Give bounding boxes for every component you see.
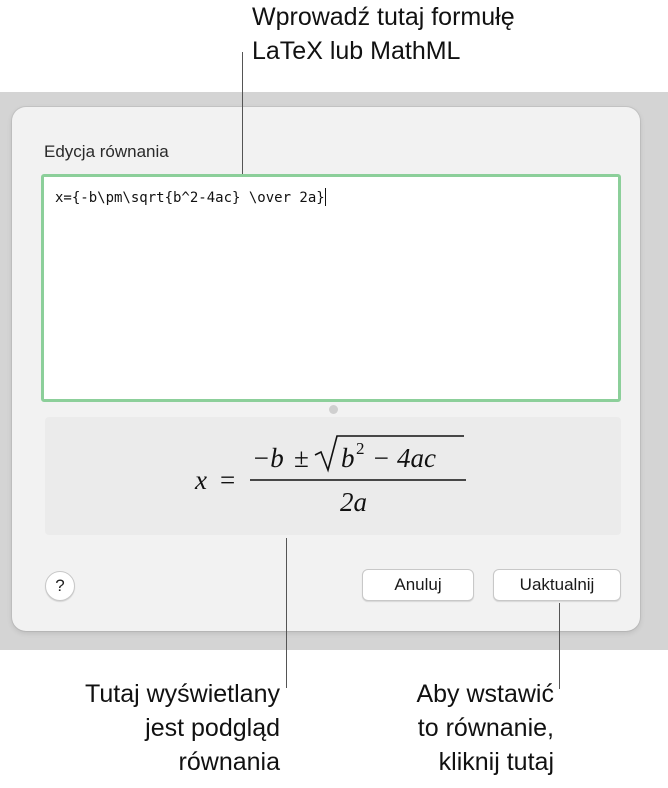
callout-input-leader: [242, 52, 243, 174]
preview-denominator: 2a: [340, 487, 367, 517]
callout-update: Aby wstawić to równanie, kliknij tutaj: [380, 677, 554, 779]
preview-sqrt-rest: − 4ac: [372, 443, 436, 473]
equation-input-text: x={-b\pm\sqrt{b^2-4ac} \over 2a}: [55, 190, 325, 206]
cancel-button[interactable]: Anuluj: [362, 569, 474, 601]
help-button[interactable]: ?: [45, 571, 75, 601]
callout-preview-line3: równania: [178, 748, 280, 776]
callout-preview-leader: [286, 538, 287, 688]
callout-preview-line2: jest podgląd: [145, 714, 280, 742]
resize-handle[interactable]: [329, 405, 338, 414]
update-button[interactable]: Uaktualnij: [493, 569, 621, 601]
equation-input[interactable]: x={-b\pm\sqrt{b^2-4ac} \over 2a}: [41, 174, 621, 402]
preview-sqrt-exponent: 2: [356, 439, 365, 458]
callout-input-line1: Wprowadź tutaj formułę: [252, 3, 515, 31]
callout-input-line2: LaTeX lub MathML: [252, 37, 461, 65]
preview-plus-minus: ±: [294, 443, 309, 473]
preview-sqrt-base: b: [341, 443, 355, 473]
text-caret: [324, 188, 326, 206]
dialog-title: Edycja równania: [44, 142, 169, 161]
preview-neg-b: −b: [252, 443, 284, 473]
callout-update-line3: kliknij tutaj: [438, 748, 554, 776]
preview-lhs: x: [194, 465, 207, 495]
callout-update-line1: Aby wstawić: [416, 680, 554, 708]
equation-preview: x = −b ± b 2 − 4ac 2a: [45, 417, 621, 535]
callout-update-leader: [559, 603, 560, 689]
equation-preview-render: x = −b ± b 2 − 4ac 2a: [194, 435, 466, 517]
preview-equals: =: [220, 465, 235, 495]
callout-update-line2: to równanie,: [417, 714, 554, 742]
callout-preview: Tutaj wyświetlany jest podgląd równania: [40, 677, 280, 779]
preview-radical-sign: [314, 435, 464, 473]
callout-preview-line1: Tutaj wyświetlany: [85, 680, 280, 708]
